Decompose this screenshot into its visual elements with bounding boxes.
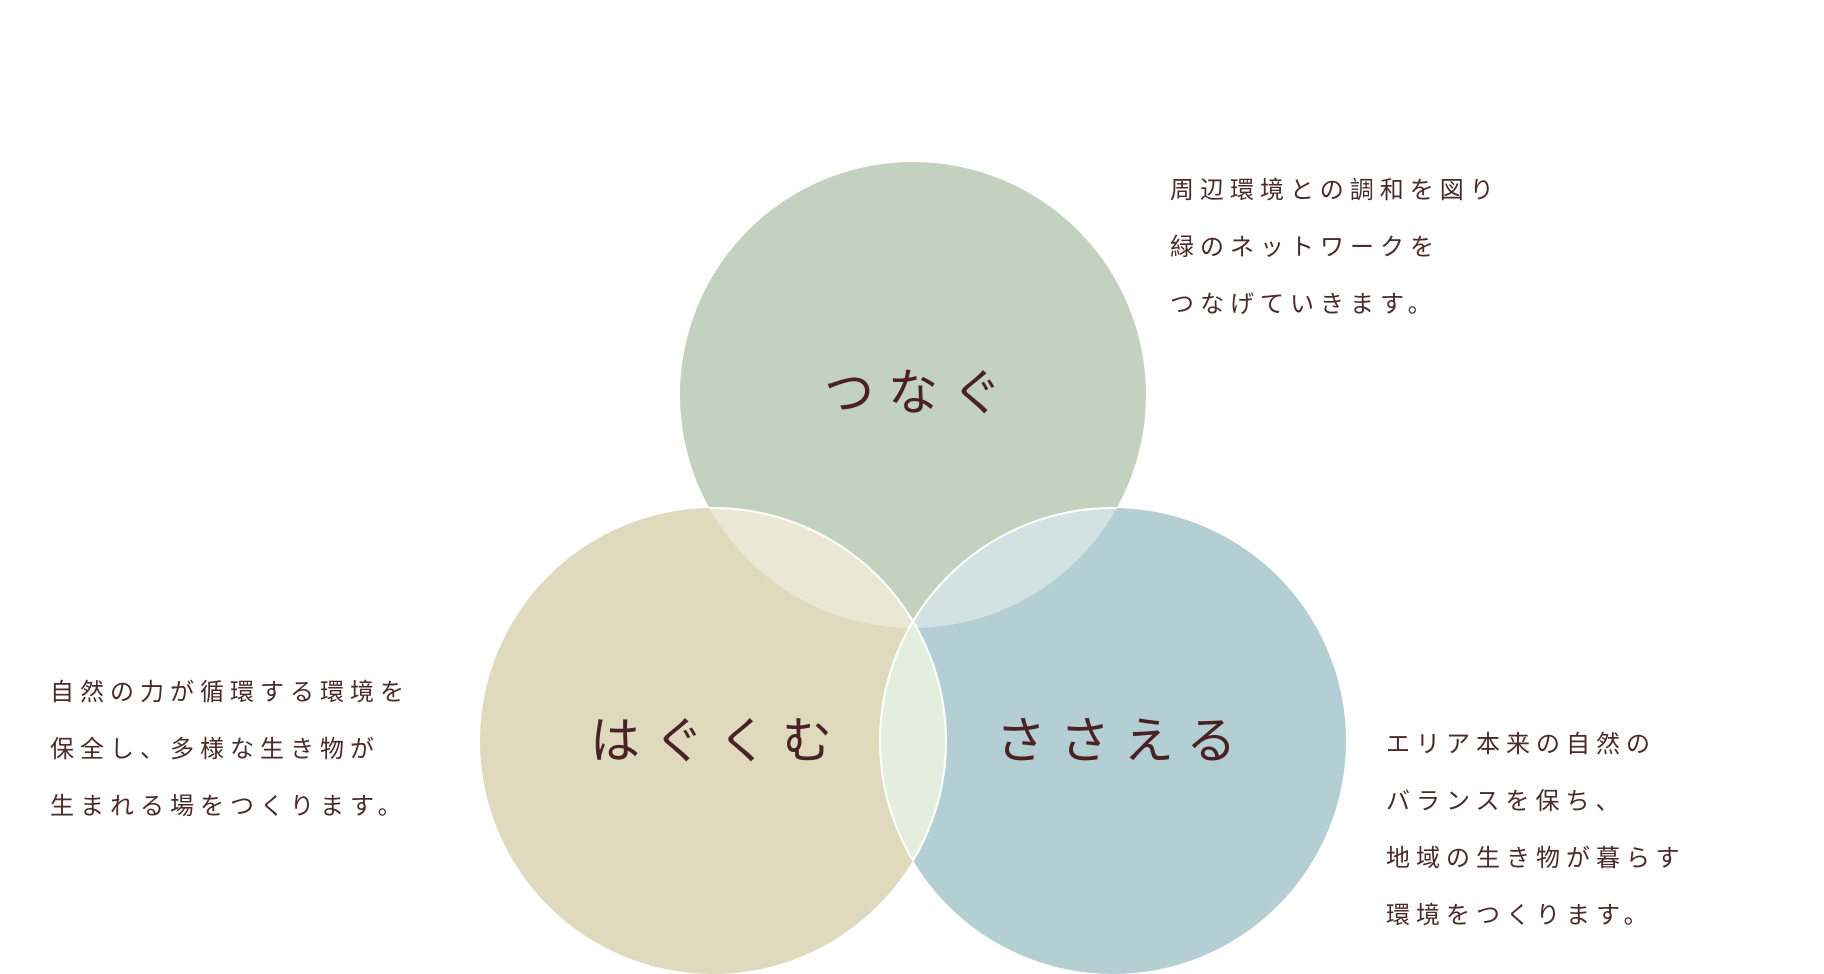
circle-label-right: ささえる	[995, 712, 1251, 770]
description-top-right: 周辺環境との調和を図り 緑のネットワークを つなげていきます。	[1170, 162, 1500, 333]
description-line: 周辺環境との調和を図り	[1170, 176, 1500, 204]
description-right: エリア本来の自然の バランスを保ち、 地域の生き物が暮らす 環境をつくります。	[1386, 716, 1686, 944]
description-line: 自然の力が循環する環境を	[50, 678, 410, 706]
circle-top	[680, 162, 1146, 628]
description-line: 地域の生き物が暮らす	[1386, 844, 1686, 872]
circle-left	[480, 508, 946, 974]
description-line: バランスを保ち、	[1386, 787, 1626, 815]
circle-label-left: はぐくむ	[590, 712, 846, 770]
description-line: 環境をつくります。	[1386, 901, 1654, 929]
circle-right	[880, 508, 1346, 974]
description-line: 保全し、多様な生き物が	[50, 735, 380, 763]
description-line: 緑のネットワークを	[1170, 233, 1440, 261]
description-line: エリア本来の自然の	[1386, 730, 1656, 758]
circle-label-top: つなぐ	[824, 364, 1016, 422]
description-left: 自然の力が循環する環境を 保全し、多様な生き物が 生まれる場をつくります。	[50, 664, 410, 835]
description-line: つなげていきます。	[1170, 290, 1438, 318]
description-line: 生まれる場をつくります。	[50, 792, 408, 820]
